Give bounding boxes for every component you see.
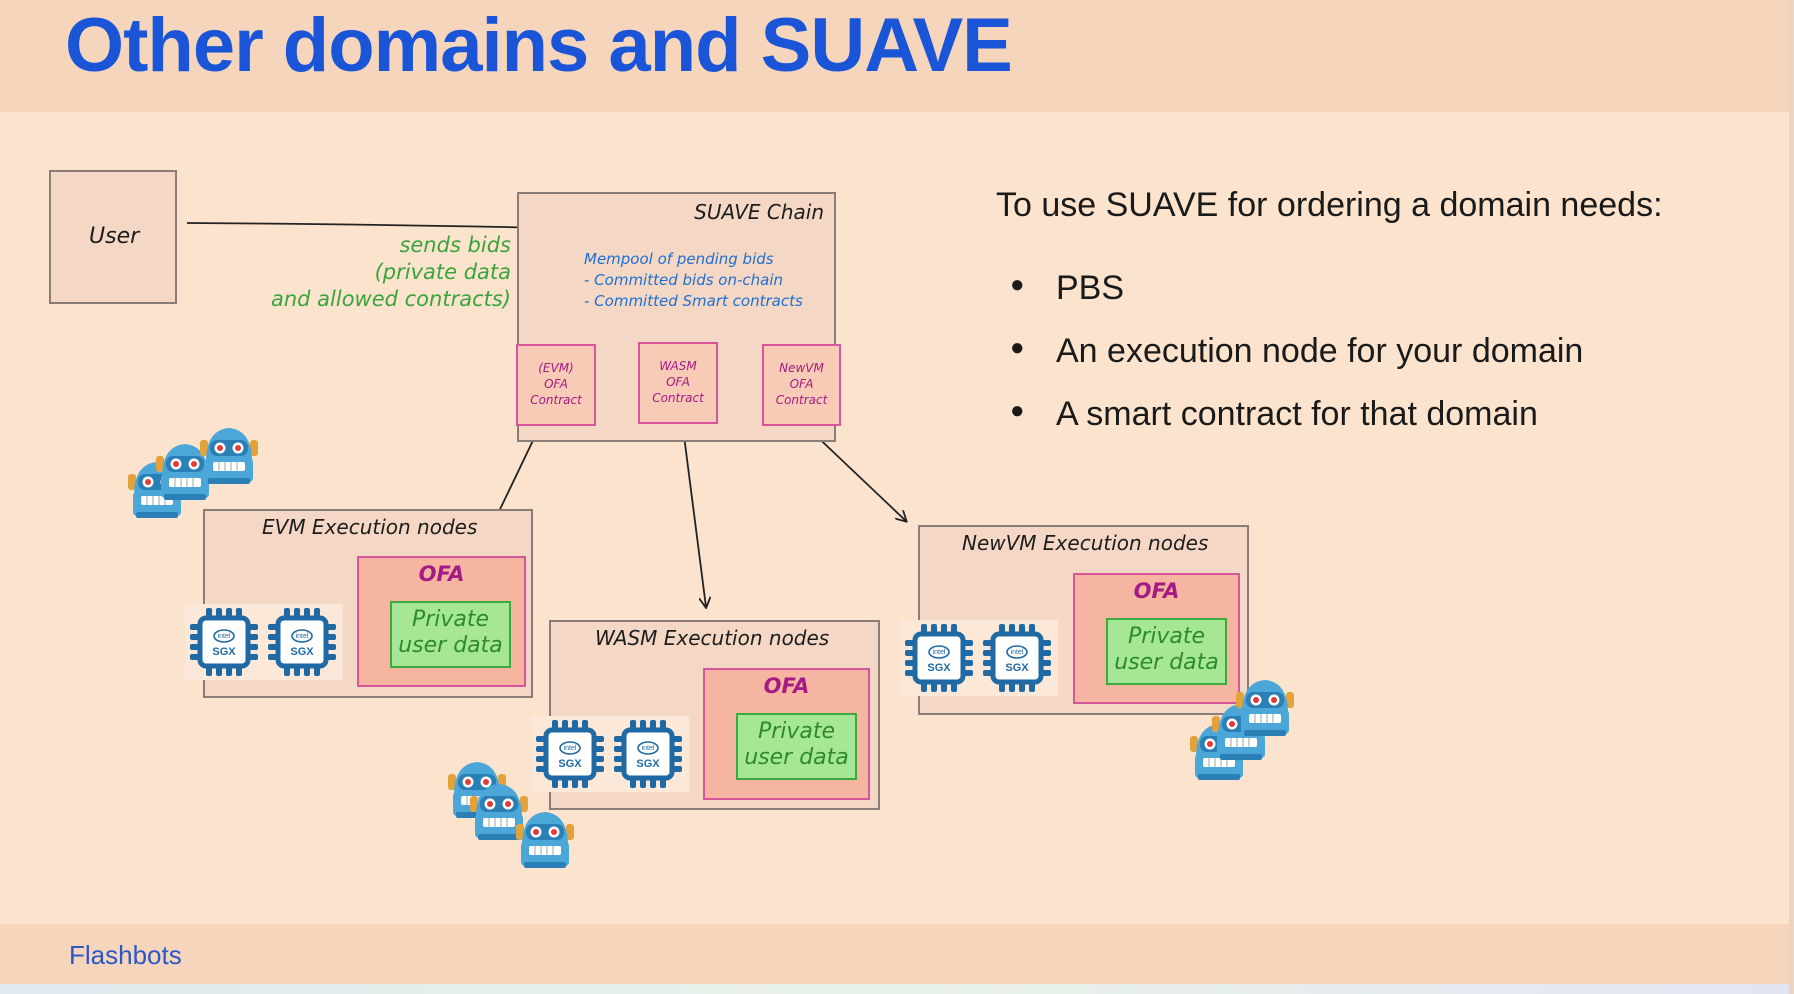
contract-line: Contract: [530, 393, 582, 407]
svg-text:SGX: SGX: [212, 646, 236, 658]
bids-note-line: and allowed contracts): [270, 287, 511, 311]
wasm-ofa-box: OFA Private user data: [703, 668, 870, 800]
requirement-item: A smart contract for that domain: [996, 395, 1716, 434]
slide-title: Other domains and SUAVE: [65, 3, 1013, 88]
user-label: User: [89, 224, 140, 249]
svg-text:intel: intel: [642, 745, 655, 752]
mempool-line: Mempool of pending bids: [584, 250, 774, 268]
footer-brand: Flashbots: [69, 940, 182, 970]
svg-text:intel: intel: [1011, 649, 1024, 656]
newvm-ofa-box: OFA Private user data: [1073, 573, 1240, 704]
slide-footer: Flashbots: [0, 924, 1794, 984]
svg-text:SGX: SGX: [1005, 662, 1029, 674]
requirement-item: An execution node for your domain: [996, 332, 1716, 371]
evm-private-user-data: Private user data: [390, 601, 511, 668]
requirements-intro: To use SUAVE for ordering a domain needs…: [996, 186, 1663, 224]
robot-icon: [516, 812, 574, 868]
wasm-ofa-contract: WASM OFA Contract: [638, 342, 718, 424]
contract-line: (EVM): [538, 361, 574, 375]
evm-execution-nodes-label: EVM Execution nodes: [262, 515, 478, 539]
contract-line: NewVM: [779, 361, 824, 375]
svg-text:SGX: SGX: [927, 662, 951, 674]
wasm-execution-nodes-label: WASM Execution nodes: [595, 626, 830, 650]
contract-line: Contract: [775, 393, 828, 407]
right-edge: [1789, 0, 1794, 994]
mempool-notes: Mempool of pending bids - Committed bids…: [584, 249, 803, 312]
bids-note-line: sends bids: [399, 233, 511, 257]
mempool-line: - Committed bids on-chain: [584, 271, 784, 289]
requirements-list: PBS An execution node for your domain A …: [996, 269, 1716, 434]
newvm-ofa-label: OFA: [1133, 579, 1180, 603]
bottom-strip: [0, 984, 1794, 994]
svg-text:SGX: SGX: [290, 646, 314, 658]
wasm-ofa-label: OFA: [763, 674, 810, 698]
robot-icon: [200, 428, 258, 484]
evm-execution-nodes-box: EVM Execution nodes OFA Private user dat…: [203, 509, 533, 698]
contract-line: OFA: [544, 377, 568, 391]
evm-ofa-label: OFA: [418, 562, 465, 586]
newvm-execution-nodes-label: NewVM Execution nodes: [962, 531, 1209, 555]
contract-line: Contract: [652, 391, 704, 405]
newvm-ofa-contract: NewVM OFA Contract: [762, 344, 841, 426]
arrow-wasm-contract-to-wasm-nodes: [682, 427, 706, 607]
svg-text:SGX: SGX: [558, 758, 582, 770]
private-line: Private: [411, 607, 490, 632]
private-line: Private: [1127, 624, 1206, 649]
slide-header: Other domains and SUAVE: [0, 0, 1794, 112]
arrow-newvm-contract-to-newvm-nodes: [807, 427, 906, 521]
wasm-private-user-data: Private user data: [736, 713, 857, 780]
bids-note: sends bids (private data and allowed con…: [250, 232, 511, 313]
private-line: user data: [1114, 650, 1219, 675]
svg-text:SGX: SGX: [636, 758, 660, 770]
private-line: Private: [757, 719, 836, 744]
private-line: user data: [744, 745, 849, 770]
svg-text:intel: intel: [564, 745, 577, 752]
private-line: user data: [398, 633, 503, 658]
svg-text:intel: intel: [933, 649, 946, 656]
bids-note-line: (private data: [374, 260, 511, 284]
requirements-panel: To use SUAVE for ordering a domain needs…: [996, 186, 1716, 458]
user-box: User: [49, 170, 177, 304]
robot-icon: [1236, 680, 1294, 736]
robot-icon: [156, 444, 214, 500]
requirement-item: PBS: [996, 269, 1716, 308]
svg-text:intel: intel: [296, 633, 309, 640]
arrow-user-to-suave: [186, 223, 553, 228]
contract-line: OFA: [666, 375, 690, 389]
contract-line: OFA: [789, 377, 814, 391]
evm-ofa-contract: (EVM) OFA Contract: [516, 344, 596, 426]
mempool-line: - Committed Smart contracts: [584, 292, 803, 310]
robot-icon: [470, 784, 528, 840]
suave-chain-label: SUAVE Chain: [694, 200, 824, 224]
newvm-private-user-data: Private user data: [1106, 618, 1227, 685]
contract-line: WASM: [659, 359, 697, 373]
evm-ofa-box: OFA Private user data: [357, 556, 526, 687]
svg-text:intel: intel: [218, 633, 231, 640]
